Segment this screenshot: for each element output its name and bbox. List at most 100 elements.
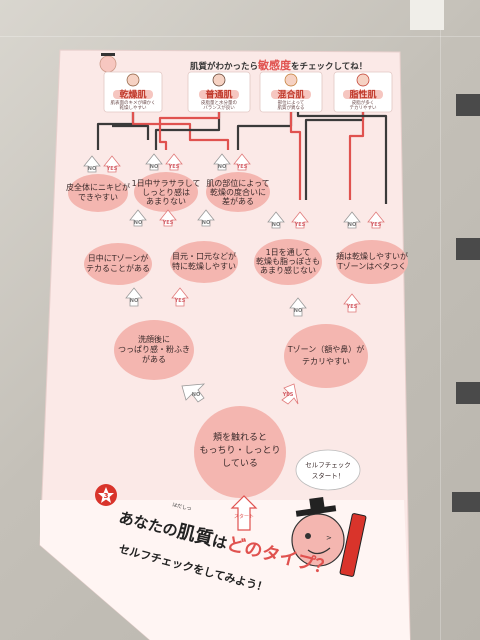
mascot: セルフチェック スタート！ > <box>291 449 367 577</box>
arrow-up-icon <box>291 211 309 229</box>
start-arrow: スタート <box>230 495 258 531</box>
svg-text:差がある: 差がある <box>222 196 254 206</box>
svg-text:もっちり・しっとり: もっちり・しっとり <box>199 445 280 456</box>
svg-text:特に乾燥しやすい: 特に乾燥しやすい <box>172 261 236 271</box>
svg-text:肌質がわかったら敏感度をチェックしてね！: 肌質がわかったら敏感度をチェックしてね！ <box>189 58 367 72</box>
arrow-up-icon <box>159 209 177 227</box>
svg-text:NO: NO <box>130 298 138 304</box>
face-icon <box>126 73 140 87</box>
connector-lines <box>96 112 388 204</box>
svg-text:>: > <box>326 534 332 542</box>
question-bubble-q7: 頬は乾燥しやすいが Tゾーンはベタつく <box>336 240 408 284</box>
question-bubble-q5: 目元・口元などが 特に乾燥しやすい <box>170 241 238 283</box>
svg-text:NO: NO <box>294 308 302 314</box>
arrow-up-icon <box>233 153 251 171</box>
svg-text:皮脂が多く: 皮脂が多く <box>352 99 375 106</box>
svg-text:あまりない: あまりない <box>146 197 186 206</box>
svg-text:乾燥も脂っぽさも: 乾燥も脂っぽさも <box>256 256 320 266</box>
svg-text:目元・口元などが: 目元・口元などが <box>172 251 236 261</box>
svg-text:肌の部位によって: 肌の部位によって <box>206 178 269 188</box>
arrow-up-icon <box>343 211 361 229</box>
floor-marker <box>452 492 480 512</box>
svg-text:肌質が異なる: 肌質が異なる <box>278 104 305 111</box>
svg-text:あまり感じない: あまり感じない <box>260 265 316 275</box>
question-bubble-q3: Tゾーン（額や鼻）が テカリやすい <box>284 324 368 388</box>
graduation-cap-icon <box>295 505 337 517</box>
svg-text:スタート！: スタート！ <box>312 471 345 480</box>
floor-marker <box>456 94 480 116</box>
question-bubble-q10: 肌の部位によって 乾燥の度合いに 差がある <box>206 172 270 212</box>
arrow-up-icon <box>103 155 121 173</box>
skin-type-dry: 乾燥肌 肌表面のキメが細かく 乾燥しやすい <box>103 71 163 113</box>
svg-text:皮全体にニキビが: 皮全体にニキビが <box>66 182 130 192</box>
header: 肌質がわかったら敏感度をチェックしてね！ <box>99 53 367 73</box>
question-bubble-q2: 洗顔後に つっぱり感・粉ふき がある <box>114 320 194 380</box>
svg-text:頬は乾燥しやすいが: 頬は乾燥しやすいが <box>336 251 408 261</box>
arrow-up-icon <box>125 287 143 307</box>
arrow-up-left-icon <box>181 383 206 403</box>
svg-text:乾燥の度合いに: 乾燥の度合いに <box>210 187 266 197</box>
svg-text:YES: YES <box>294 222 306 228</box>
svg-text:セルフチェック: セルフチェック <box>305 461 351 469</box>
svg-text:NO: NO <box>202 220 210 226</box>
svg-text:NO: NO <box>150 164 158 170</box>
svg-text:皮脂量と水分量の: 皮脂量と水分量の <box>201 99 237 106</box>
svg-text:乾燥しやすい: 乾燥しやすい <box>120 104 147 111</box>
skin-type-combination: 混合肌 部位によって 肌質が異なる <box>259 71 323 113</box>
svg-text:がある: がある <box>142 354 166 364</box>
floor-seam <box>440 0 441 640</box>
arrow-up-icon <box>145 153 163 171</box>
svg-text:YES: YES <box>282 392 294 398</box>
svg-text:NO: NO <box>88 166 96 172</box>
footer-line1-c: は <box>210 532 229 553</box>
skin-type-label: 乾燥肌 <box>119 89 146 101</box>
svg-text:テカリやすい: テカリやすい <box>302 357 350 366</box>
floor-seam <box>0 36 480 37</box>
svg-text:NO: NO <box>272 222 280 228</box>
footer-ruby: はだしつ <box>172 502 192 513</box>
floor-marker <box>456 238 480 260</box>
arrow-up-icon <box>343 293 361 313</box>
svg-text:NO: NO <box>192 392 200 398</box>
svg-text:1日を通して: 1日を通して <box>266 247 311 257</box>
svg-text:テカリやすい: テカリやすい <box>350 104 377 111</box>
answer-arrows-level1: NO YES NO YES NO YES <box>83 153 251 173</box>
speech-bubble <box>295 449 361 491</box>
arrow-up-right-icon <box>281 383 299 405</box>
question-bubble-q1: 頬を触れると もっちり・しっとり している <box>194 406 286 498</box>
graduation-cap-icon <box>101 53 115 56</box>
answer-arrows-level4: NO YES <box>181 383 299 405</box>
mascot-face-icon <box>291 513 345 567</box>
arrow-up-icon <box>83 155 101 173</box>
answer-arrows-level3: NO YES NO YES <box>125 287 361 317</box>
svg-text:しっとり感は: しっとり感は <box>142 187 190 197</box>
pencil-icon <box>339 513 367 577</box>
svg-text:YES: YES <box>168 164 180 170</box>
skin-type-oily: 脂性肌 皮脂が多く テカリやすい <box>333 71 393 113</box>
floor-marker <box>456 382 480 404</box>
svg-text:YES: YES <box>370 222 382 228</box>
header-highlight: 敏感度 <box>257 58 292 72</box>
skin-type-normal: 普通肌 皮脂量と水分量の バランスが良い <box>187 71 251 113</box>
step-number: 3 <box>104 492 109 500</box>
svg-text:Tゾーンはベタつく: Tゾーンはベタつく <box>337 262 407 271</box>
answer-arrows-level2: NO YES NO NO YES NO YES <box>129 209 385 229</box>
star-icon <box>98 487 114 503</box>
svg-text:日中にTゾーンが: 日中にTゾーンが <box>88 253 149 263</box>
svg-text:スタート: スタート <box>234 513 254 520</box>
arrow-up-icon <box>197 209 215 227</box>
face-icon <box>356 73 370 87</box>
svg-text:NO: NO <box>134 220 142 226</box>
face-icon <box>212 73 226 87</box>
svg-text:できやすい: できやすい <box>78 193 118 202</box>
svg-text:洗顔後に: 洗顔後に <box>138 334 170 344</box>
doorway <box>410 0 444 30</box>
question-bubble-q6: 1日を通して 乾燥も脂っぽさも あまり感じない <box>254 239 322 285</box>
arrow-up-icon <box>165 153 183 171</box>
svg-text:YES: YES <box>162 220 174 226</box>
arrow-up-icon <box>171 287 189 307</box>
arrow-up-icon <box>129 209 147 227</box>
svg-text:つっぱり感・粉ふき: つっぱり感・粉ふき <box>118 344 190 354</box>
svg-text:1日中サラサラして: 1日中サラサラして <box>132 178 201 188</box>
